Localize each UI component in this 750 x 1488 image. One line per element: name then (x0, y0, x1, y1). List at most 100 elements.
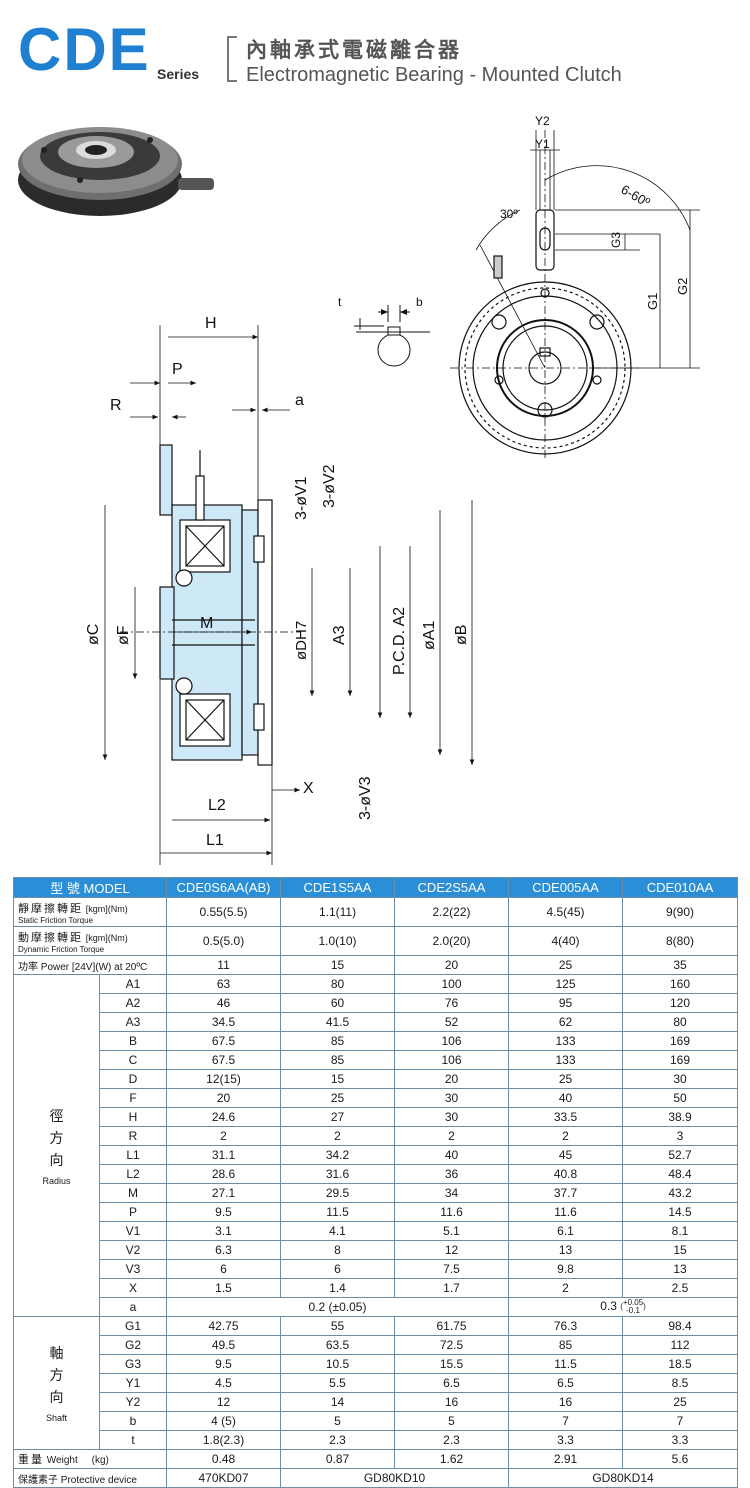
row-key: a (98, 1297, 168, 1317)
dim-a: a (295, 392, 304, 409)
row-key: t (98, 1430, 168, 1450)
table-cell: 0.5(5.0) (166, 926, 282, 956)
table-cell: 4.5 (166, 1373, 282, 1393)
dynamic-torque-label: 動摩擦轉距 [kgm](Nm)Dynamic Friction Torque (12, 926, 168, 956)
table-cell: 15 (280, 1069, 396, 1089)
row-key: R (98, 1126, 168, 1146)
row-key: A1 (98, 974, 168, 994)
row-key: G3 (98, 1354, 168, 1374)
table-cell: 25 (508, 955, 624, 975)
dim-g2: G2 (675, 278, 690, 295)
table-cell: 30 (394, 1107, 510, 1127)
table-cell: 61.75 (394, 1316, 510, 1336)
table-cell: 28.6 (166, 1164, 282, 1184)
table-cell: 133 (508, 1050, 624, 1070)
table-cell: 4.1 (280, 1221, 396, 1241)
table-cell: 27.1 (166, 1183, 282, 1203)
dim-v1: 3-øV1 (293, 476, 310, 520)
dim-g3: G3 (609, 232, 623, 248)
table-cell: 125 (508, 974, 624, 994)
table-cell: 5 (280, 1411, 396, 1431)
row-key: C (98, 1050, 168, 1070)
dim-g1: G1 (645, 293, 660, 310)
table-cell: 6 (166, 1259, 282, 1279)
a-value-right: 0.3 (+0.05-0.1) (508, 1297, 739, 1317)
table-cell: 5.5 (280, 1373, 396, 1393)
table-cell: 40 (508, 1088, 624, 1108)
table-cell: 13 (508, 1240, 624, 1260)
table-cell: 106 (394, 1031, 510, 1051)
table-cell: 49.5 (166, 1335, 282, 1355)
table-cell: 133 (508, 1031, 624, 1051)
table-cell: 52.7 (622, 1145, 739, 1165)
page-header: CDE Series 內軸承式電磁離合器 Electromagnetic Bea… (0, 0, 750, 100)
table-cell: 46 (166, 993, 282, 1013)
model-name: CDE0S6AA(AB) (166, 877, 282, 898)
table-cell: 55 (280, 1316, 396, 1336)
table-cell: 85 (280, 1031, 396, 1051)
table-cell: 2.3 (394, 1430, 510, 1450)
table-cell: 63 (166, 974, 282, 994)
static-torque-label: 靜摩擦轉距 [kgm](Nm)Static Friction Torque (12, 897, 168, 927)
table-cell: GD80KD14 (508, 1468, 739, 1488)
table-cell: 11 (166, 955, 282, 975)
table-cell: 2 (166, 1126, 282, 1146)
table-cell: 16 (394, 1392, 510, 1412)
table-cell: 1.7 (394, 1278, 510, 1298)
table-cell: GD80KD10 (280, 1468, 510, 1488)
table-cell: 2 (394, 1126, 510, 1146)
dim-y2: Y2 (535, 114, 550, 128)
table-cell: 15 (622, 1240, 739, 1260)
table-cell: 63.5 (280, 1335, 396, 1355)
table-cell: 37.7 (508, 1183, 624, 1203)
series-label: Series (157, 66, 200, 82)
table-cell: 7.5 (394, 1259, 510, 1279)
table-cell: 11.5 (280, 1202, 396, 1222)
table-cell: 3 (622, 1126, 739, 1146)
row-key: Y1 (98, 1373, 168, 1393)
table-cell: 8.5 (622, 1373, 739, 1393)
table-cell: 6 (280, 1259, 396, 1279)
table-cell: 14 (280, 1392, 396, 1412)
table-cell: 2.0(20) (394, 926, 510, 956)
table-cell: 6.5 (394, 1373, 510, 1393)
table-cell: 25 (508, 1069, 624, 1089)
table-cell: 34.5 (166, 1012, 282, 1032)
table-cell: 36 (394, 1164, 510, 1184)
table-cell: 11.6 (394, 1202, 510, 1222)
table-cell: 10.5 (280, 1354, 396, 1374)
table-cell: 40.8 (508, 1164, 624, 1184)
row-key: G1 (98, 1316, 168, 1336)
side-section-view (102, 325, 475, 865)
table-cell: 80 (622, 1012, 739, 1032)
table-cell: 0.55(5.5) (166, 897, 282, 927)
row-key: A3 (98, 1012, 168, 1032)
table-cell: 4(40) (508, 926, 624, 956)
table-cell: 48.4 (622, 1164, 739, 1184)
dim-h: H (205, 315, 217, 332)
table-cell: 13 (622, 1259, 739, 1279)
brand-logo: CDE (18, 16, 151, 83)
table-cell: 2.3 (280, 1430, 396, 1450)
table-cell: 18.5 (622, 1354, 739, 1374)
table-cell: 80 (280, 974, 396, 994)
table-cell: 76.3 (508, 1316, 624, 1336)
table-cell: 1.5 (166, 1278, 282, 1298)
weight-label: 重量 Weight (kg) (12, 1449, 168, 1469)
table-cell: 98.4 (622, 1316, 739, 1336)
table-cell: 16 (508, 1392, 624, 1412)
table-cell: 470KD07 (166, 1468, 282, 1488)
technical-drawing: t b Y2 Y1 6-60º (18, 114, 700, 865)
dim-r: R (110, 397, 122, 414)
dim-pcd-a2: P.C.D. A2 (391, 607, 408, 675)
